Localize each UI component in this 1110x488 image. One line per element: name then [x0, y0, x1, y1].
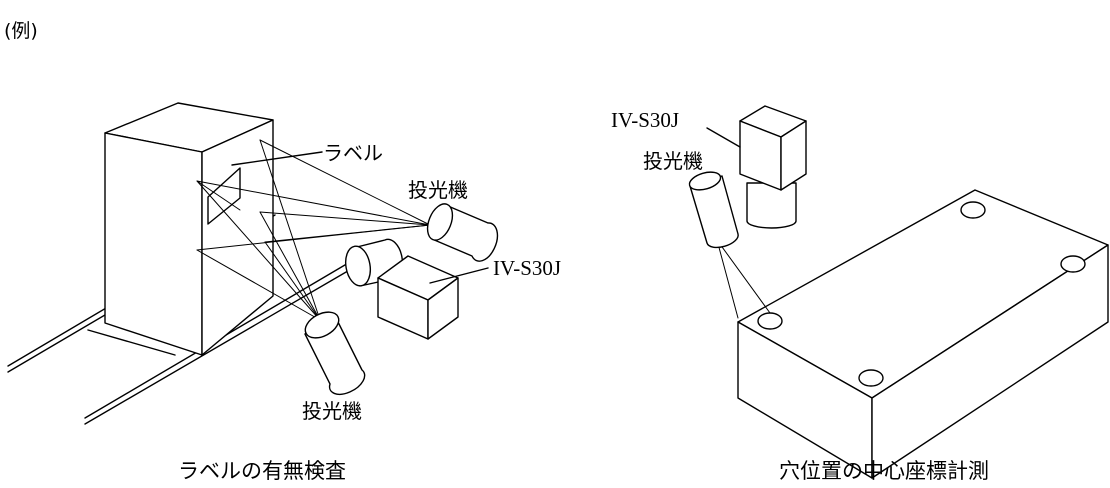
left-figure	[7, 102, 499, 425]
camera-body	[377, 255, 459, 340]
camera-label-right: IV-S30J	[611, 108, 679, 132]
caption-right: 穴位置の中心座標計測	[779, 459, 989, 483]
projector-top	[426, 203, 499, 262]
light-rays-right	[716, 239, 771, 319]
holes	[757, 201, 1086, 387]
workpiece-plate	[737, 189, 1109, 479]
hole-front	[858, 369, 884, 387]
product-box	[104, 102, 274, 356]
label-callout-text: ラベル	[323, 141, 383, 165]
light-rays	[196, 139, 431, 321]
hole-front-left	[757, 312, 783, 330]
camera-label-left: IV-S30J	[493, 256, 561, 280]
camera-callout-line	[429, 267, 489, 284]
caption-left: ラベルの有無検査	[178, 459, 346, 483]
projector-right-label: 投光機	[643, 149, 703, 173]
projector-bottom	[304, 311, 366, 395]
hole-back	[960, 201, 986, 219]
camera-lens-right	[746, 182, 797, 229]
right-figure	[688, 105, 1109, 479]
camera-callout-line-right	[706, 127, 741, 148]
camera-body-right	[739, 105, 807, 191]
projector-bottom-label: 投光機	[302, 399, 362, 423]
label-patch	[207, 167, 241, 225]
label-callout-line	[231, 151, 323, 166]
hole-right	[1060, 255, 1086, 273]
example-marker: (例)	[4, 20, 38, 42]
projector-top-label: 投光機	[408, 178, 468, 202]
projector-right	[688, 171, 739, 249]
